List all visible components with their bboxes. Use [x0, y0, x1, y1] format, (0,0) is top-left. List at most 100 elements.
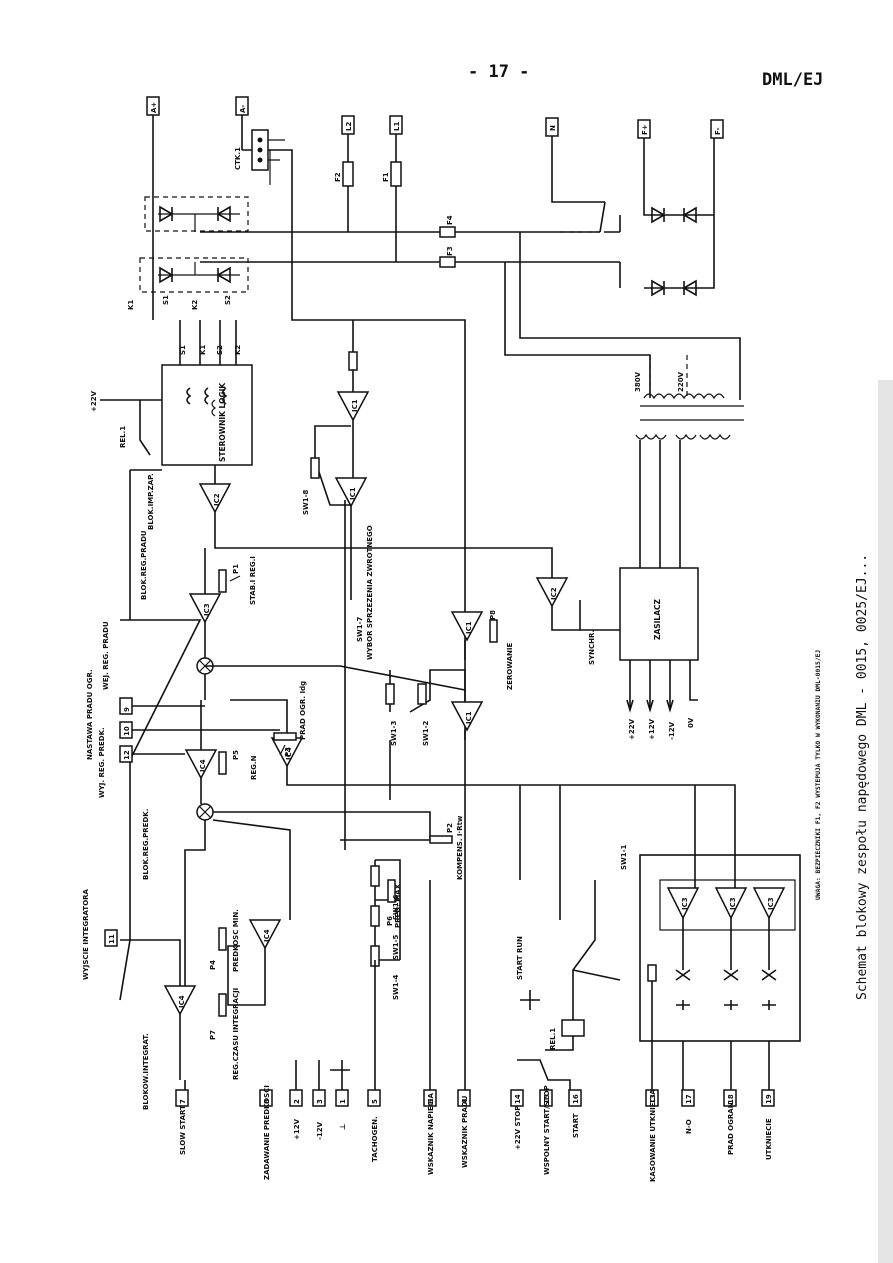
- output-block: [639, 854, 801, 1100]
- label-blok-imp: BLOK.IMP.ZAP.: [147, 473, 155, 530]
- terminal-10-label: NASTAWA PRADU OGR.: [86, 669, 94, 760]
- ic3-d-label: IC3: [767, 897, 775, 910]
- label-blok-integrat: BLOKOW.INTEGRAT.: [142, 1033, 150, 1110]
- terminal-f-plus-label: F+: [641, 124, 649, 135]
- label-sw1-6: SW1-6: [392, 894, 400, 920]
- pot-p8-label: P8: [489, 610, 497, 620]
- terminal-6: 6: [427, 1099, 435, 1104]
- label-22v-top: +22V: [90, 390, 98, 412]
- fuse-f4: [439, 226, 456, 238]
- sterownik-block: [161, 364, 253, 466]
- terminal-15-label: WSPOLNY START/STOP: [543, 1085, 551, 1175]
- pot-p4-label: P4: [209, 960, 217, 970]
- terminal-8-label: ZADAWANIE PREDKOSCI: [263, 1085, 271, 1180]
- pot-p7-label: P7: [209, 1030, 217, 1040]
- relay-section: START RUN REL.1: [516, 880, 621, 1100]
- terminal-12: 12: [123, 750, 131, 760]
- terminal-12-label: WYJ. REG. PREDK.: [98, 727, 106, 798]
- ic2-a-label: IC2: [213, 493, 221, 506]
- current-transformer: CTK.1: [234, 129, 285, 185]
- terminal-17: 17: [685, 1094, 693, 1104]
- label-blok-reg-pradu: BLOK.REG.PRADU: [140, 530, 148, 600]
- label-predkosc-min: PREDKOSC MIN.: [232, 909, 240, 972]
- label-sw1-5: SW1-5: [392, 934, 400, 960]
- label-380v: 380V: [634, 371, 642, 392]
- pot-p2-label: P2: [446, 823, 454, 833]
- terminal-3: 3: [316, 1099, 324, 1104]
- zasilacz-block: [619, 567, 699, 661]
- scan-edge: [878, 380, 893, 1263]
- terminal-19-label: UTKNIECIE: [765, 1118, 773, 1160]
- label-start-run: START RUN: [516, 936, 524, 980]
- terminal-a-minus-label: A-: [239, 105, 247, 113]
- mid-terminals: 11 WYJSCIE INTEGRATORA 12 WYJ. REG. PRED…: [82, 621, 280, 980]
- label-sw1-3: SW1-3: [390, 720, 398, 746]
- pin-s1: S1: [179, 345, 187, 355]
- terminal-2: 2: [293, 1099, 301, 1104]
- label-zerowanie: ZEROWANIE: [506, 643, 514, 690]
- label-sw1-7: SW1-7: [356, 616, 364, 642]
- ic4-c: [248, 919, 282, 950]
- ic4-a-label: IC4: [199, 759, 207, 772]
- label-ctk: CTK.1: [234, 147, 242, 170]
- terminal-f-minus-label: F-: [714, 127, 722, 135]
- terminal-f-minus: [710, 119, 724, 139]
- terminal-6-label: WSKAZNIK NAPIECIA: [427, 1092, 435, 1175]
- terminal-13-label: KASOWANIE UTKNIECIA: [649, 1089, 657, 1182]
- note-fuses: UWAGA: BEZPIECZNIKI F1, F2 WYSTEPUJA TYL…: [815, 650, 822, 900]
- ic4-c-label: IC4: [263, 929, 271, 942]
- label-sw1-1: SW1-1: [620, 844, 628, 870]
- terminal-10: 10: [123, 726, 131, 736]
- terminal-14: 14: [514, 1094, 522, 1104]
- terminal-9-label: WEJ. REG. PRADU: [102, 621, 110, 690]
- terminal-7: 7: [179, 1099, 187, 1104]
- label-sw1-4: SW1-4: [392, 974, 400, 1000]
- transformer: 380V 220V: [634, 355, 744, 568]
- terminal-18-label: PRAD OGRAN.: [727, 1100, 735, 1155]
- ic3-d: [752, 887, 786, 920]
- op-amps: IC1 IC1 IC2 IC2 IC3 IC1 IC1 IC4 IC4 IC4 …: [163, 391, 786, 1016]
- label-stab: STAB.I REG.I: [249, 556, 257, 605]
- terminal-5: 5: [371, 1099, 379, 1104]
- terminal-18: 18: [727, 1094, 735, 1104]
- label-prad-ogr: PRAD OGR. Idg: [299, 681, 307, 740]
- terminal-l2-label: L2: [345, 122, 353, 131]
- label-pred-max: PRED. MAX: [394, 883, 402, 928]
- terminal-2-label: +12V: [293, 1118, 301, 1140]
- terminal-17-label: N-O: [685, 1119, 693, 1134]
- ic4-d-label: IC4: [178, 995, 186, 1008]
- pin-k1: K1: [199, 345, 207, 355]
- thyristor-bridge: K1 S1 K2 S2: [127, 196, 249, 310]
- label-sw1-8: SW1-8: [302, 489, 310, 515]
- document-code: DML/EJ: [762, 70, 824, 90]
- logic-controller: STEROWNIK LOGIK S1 K1 S2 K2 +22V REL.1 B…: [90, 320, 253, 620]
- terminal-15: 15: [543, 1094, 551, 1104]
- psu-out-0v: 0V: [687, 717, 695, 728]
- pot-p3-label: P3: [284, 747, 292, 757]
- ic3-b-label: IC3: [681, 897, 689, 910]
- label-k1: K1: [127, 300, 135, 310]
- label-rel1: REL.1: [119, 426, 127, 448]
- ic3-b: [666, 887, 700, 920]
- terminal-4-label: WSKAZNIK PRADU: [461, 1095, 469, 1168]
- power-wiring: [152, 115, 741, 740]
- terminal-1: 1: [339, 1099, 347, 1104]
- terminal-3-label: -12V: [316, 1121, 324, 1140]
- ic2-b-label: IC2: [550, 587, 558, 600]
- psu-out-22v: +22V: [628, 718, 636, 740]
- psu-out-12v: +12V: [648, 718, 656, 740]
- label-s2: S2: [224, 295, 232, 305]
- label-reg-n: REG.N: [250, 755, 258, 780]
- fuse-f2-label: F2: [334, 172, 342, 182]
- terminal-13: 13: [649, 1094, 657, 1104]
- terminal-4: 4: [461, 1099, 469, 1104]
- terminal-n-label: N: [549, 125, 557, 131]
- pot-p1: [229, 575, 241, 582]
- pin-k2: K2: [234, 345, 242, 355]
- power-supply: ZASILACZ +22V +12V -12V 0V SYNCHR.: [579, 567, 699, 740]
- fuses: F2 F1 F4 F3: [334, 161, 456, 268]
- terminal-7-label: SLOW START: [179, 1105, 187, 1155]
- page-number: - 17 -: [468, 62, 530, 82]
- label-k2: K2: [191, 300, 199, 310]
- terminal-1-label: ⊥: [339, 1124, 347, 1130]
